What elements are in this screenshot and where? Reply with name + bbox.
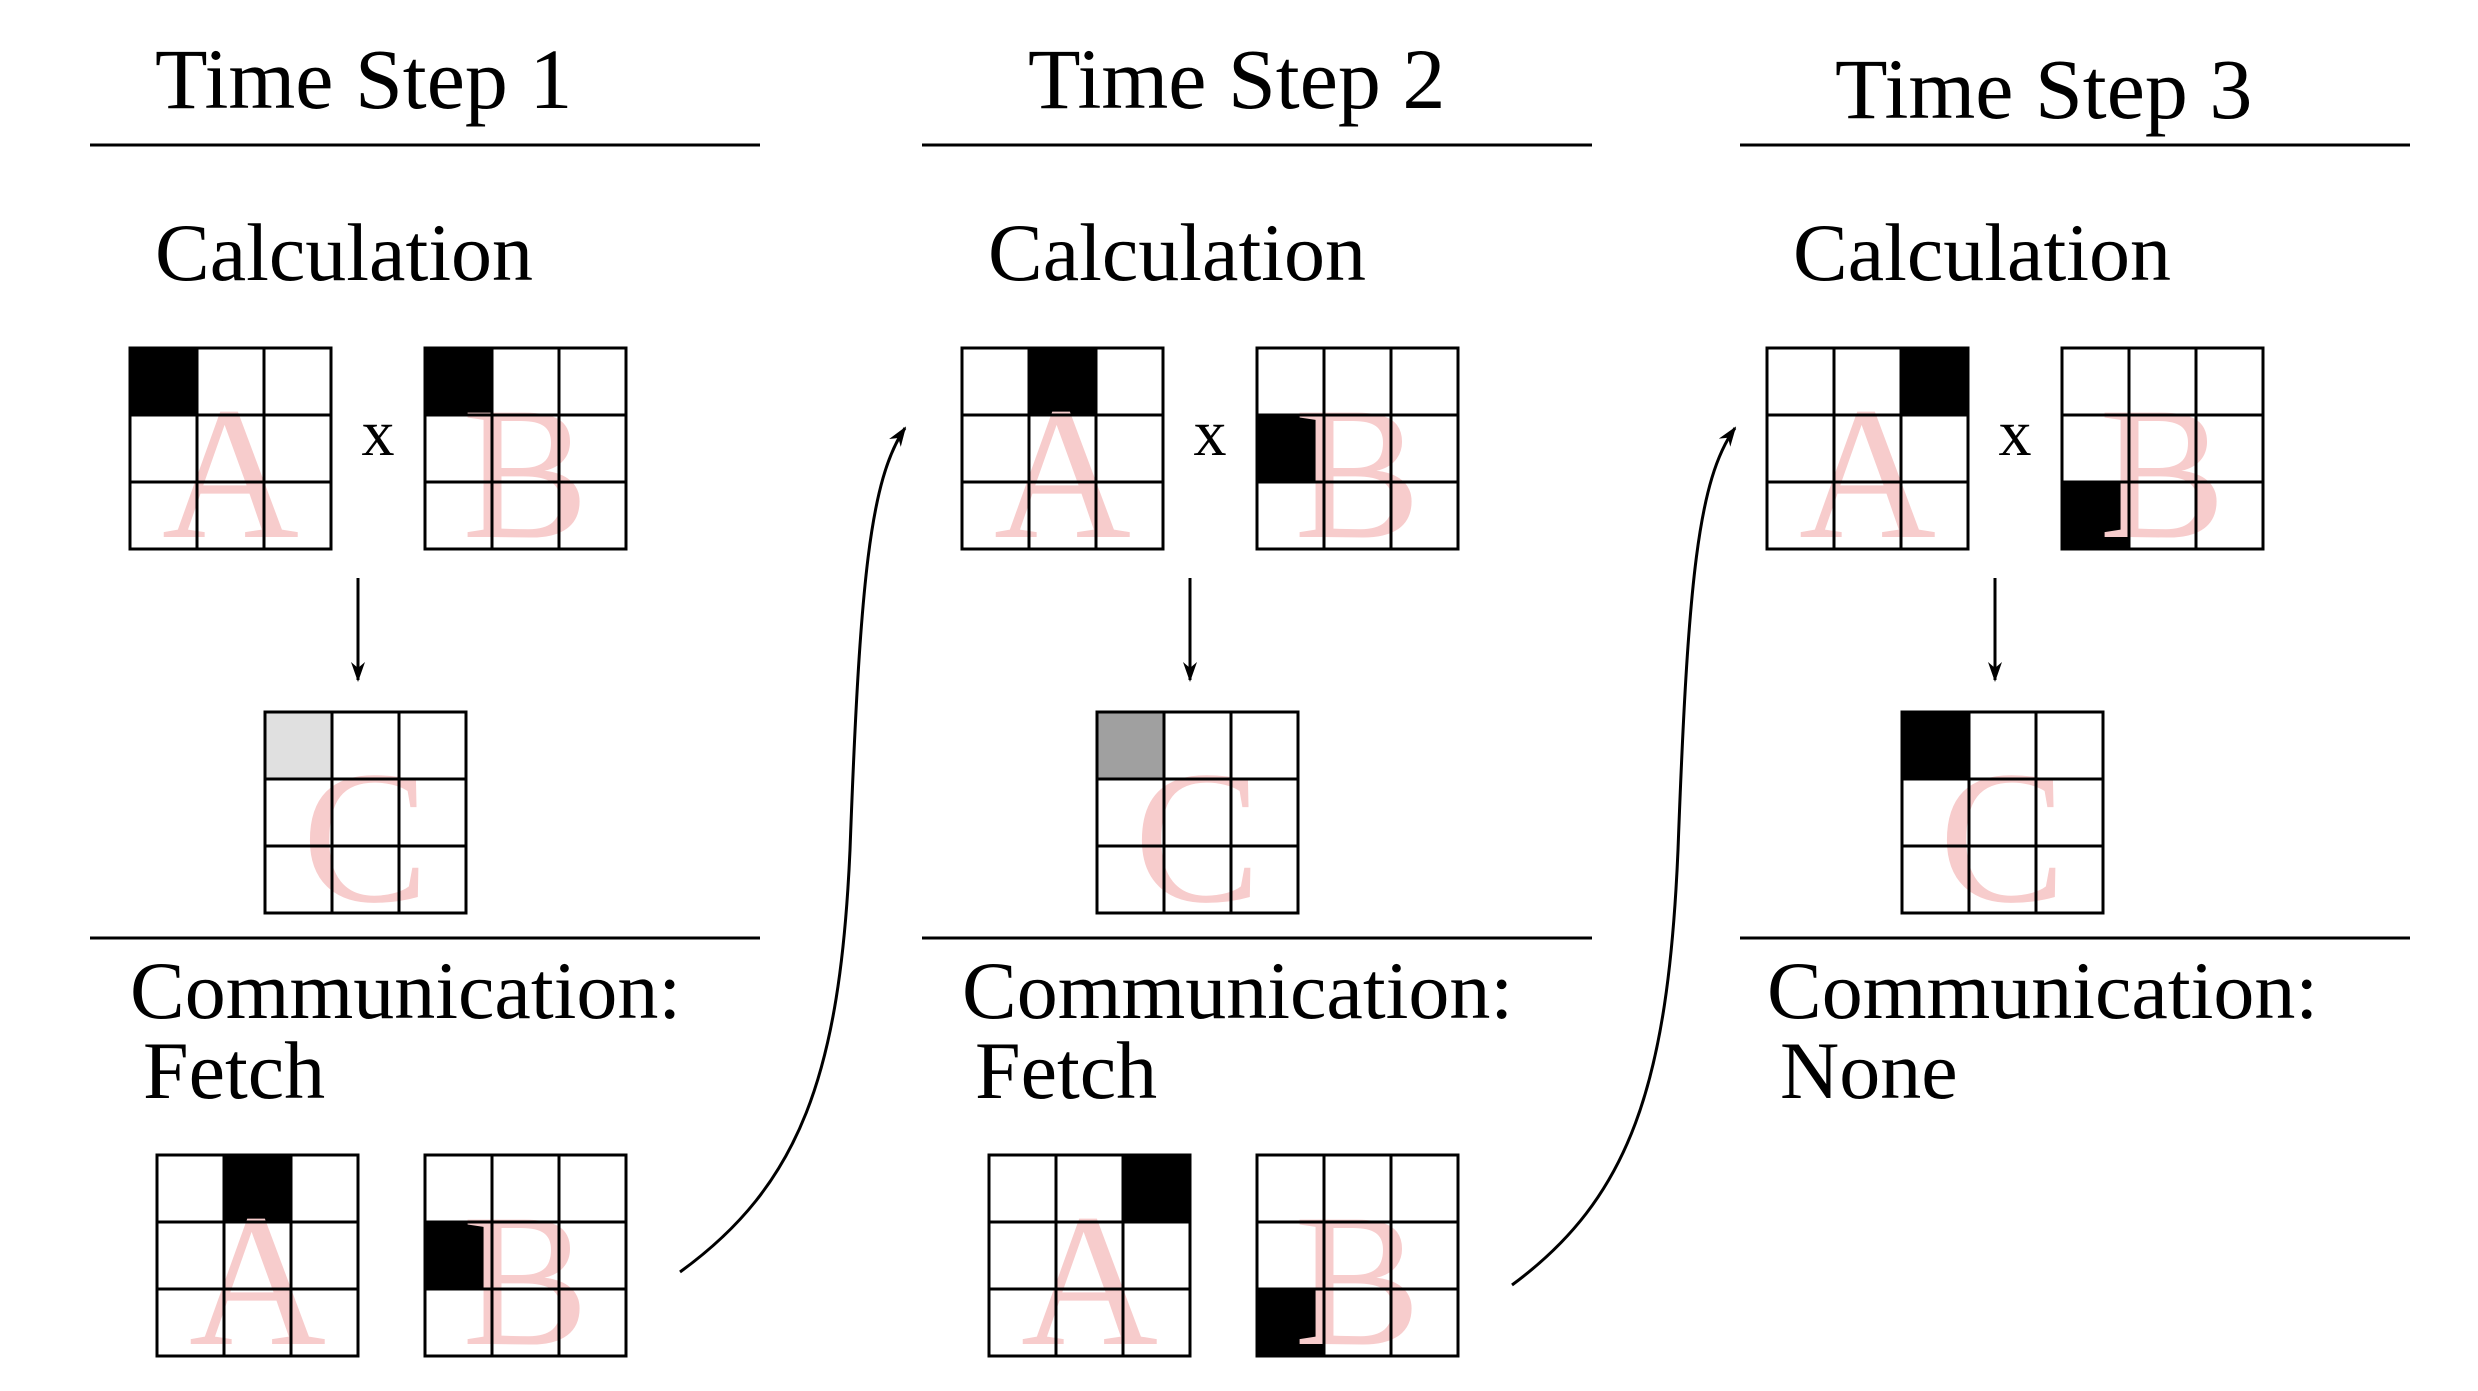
matrix-letter: B — [462, 369, 589, 579]
matrix-b: B — [423, 346, 628, 579]
communication-label: Communication: — [962, 945, 1513, 1036]
matrix-frame — [263, 710, 468, 915]
highlighted-cell — [425, 1222, 492, 1289]
communication-label: Communication: — [1767, 945, 2318, 1036]
highlighted-cell — [425, 348, 492, 415]
highlighted-cell — [1901, 348, 1968, 415]
highlighted-cell — [2062, 482, 2129, 549]
calculation-label: Calculation — [155, 207, 533, 298]
matrix-frame — [2060, 346, 2265, 551]
matrix-letter: A — [1799, 369, 1936, 579]
matrix-frame — [423, 346, 628, 551]
highlighted-cell — [1029, 348, 1096, 415]
highlighted-cell — [265, 712, 332, 779]
matrix-frame — [128, 346, 333, 551]
matrix-c: C — [1900, 710, 2105, 943]
highlighted-cell — [224, 1155, 291, 1222]
multiply-sign: x — [362, 397, 395, 470]
matrix-c: C — [1095, 710, 1300, 943]
highlighted-cell — [1902, 712, 1969, 779]
matrix-letter: C — [302, 733, 429, 943]
communication-value: Fetch — [143, 1025, 325, 1116]
communication-value: Fetch — [975, 1025, 1157, 1116]
step-title: Time Step 1 — [155, 31, 572, 127]
step-title: Time Step 2 — [1028, 31, 1445, 127]
fetch-matrix-b: B — [423, 1153, 628, 1386]
time-step-2: Time Step 2 Calculation A x B C Communic… — [922, 31, 1592, 1386]
matrix-letter: A — [994, 369, 1131, 579]
matrix-frame — [987, 1153, 1192, 1358]
highlighted-cell — [1257, 1289, 1324, 1356]
time-step-3: Time Step 3 Calculation A x B C Communic… — [1740, 41, 2410, 1116]
matrix-frame — [960, 346, 1165, 551]
matrix-letter: C — [1134, 733, 1261, 943]
transition-arrow-2-to-3 — [1511, 426, 1737, 1287]
calculation-label: Calculation — [988, 207, 1366, 298]
matrix-frame — [1765, 346, 1970, 551]
matrix-frame — [423, 1153, 628, 1358]
calculation-label: Calculation — [1793, 207, 2171, 298]
matrix-a: A — [128, 346, 333, 579]
fetch-matrix-b: B — [1255, 1153, 1460, 1386]
matrix-frame — [1255, 1153, 1460, 1358]
highlighted-cell — [1097, 712, 1164, 779]
matrix-letter: A — [189, 1176, 326, 1386]
multiply-sign: x — [1999, 397, 2032, 470]
matrix-letter: A — [162, 369, 299, 579]
matrix-letter: B — [1294, 1176, 1421, 1386]
matrix-frame — [1255, 346, 1460, 551]
fetch-matrix-a: A — [987, 1153, 1192, 1386]
fetch-matrix-a: A — [155, 1153, 360, 1386]
matrix-frame — [155, 1153, 360, 1358]
step-title: Time Step 3 — [1835, 41, 2252, 137]
highlighted-cell — [130, 348, 197, 415]
matrix-letter: A — [1021, 1176, 1158, 1386]
highlighted-cell — [1257, 415, 1324, 482]
multiply-sign: x — [1194, 397, 1227, 470]
matrix-b: B — [1255, 346, 1460, 579]
communication-label: Communication: — [130, 945, 681, 1036]
time-step-1: Time Step 1 Calculation A x B C Communic… — [90, 31, 760, 1386]
matrix-letter: B — [462, 1176, 589, 1386]
matrix-letter: C — [1939, 733, 2066, 943]
matrix-letter: B — [2099, 369, 2226, 579]
matrix-letter: B — [1294, 369, 1421, 579]
matrix-a: A — [960, 346, 1165, 579]
matrix-frame — [1900, 710, 2105, 915]
transition-arrow-1-to-2 — [679, 426, 907, 1274]
matrix-a: A — [1765, 346, 1970, 579]
matrix-frame — [1095, 710, 1300, 915]
highlighted-cell — [1123, 1155, 1190, 1222]
matrix-b: B — [2060, 346, 2265, 579]
communication-value: None — [1780, 1025, 1958, 1116]
matrix-c: C — [263, 710, 468, 943]
